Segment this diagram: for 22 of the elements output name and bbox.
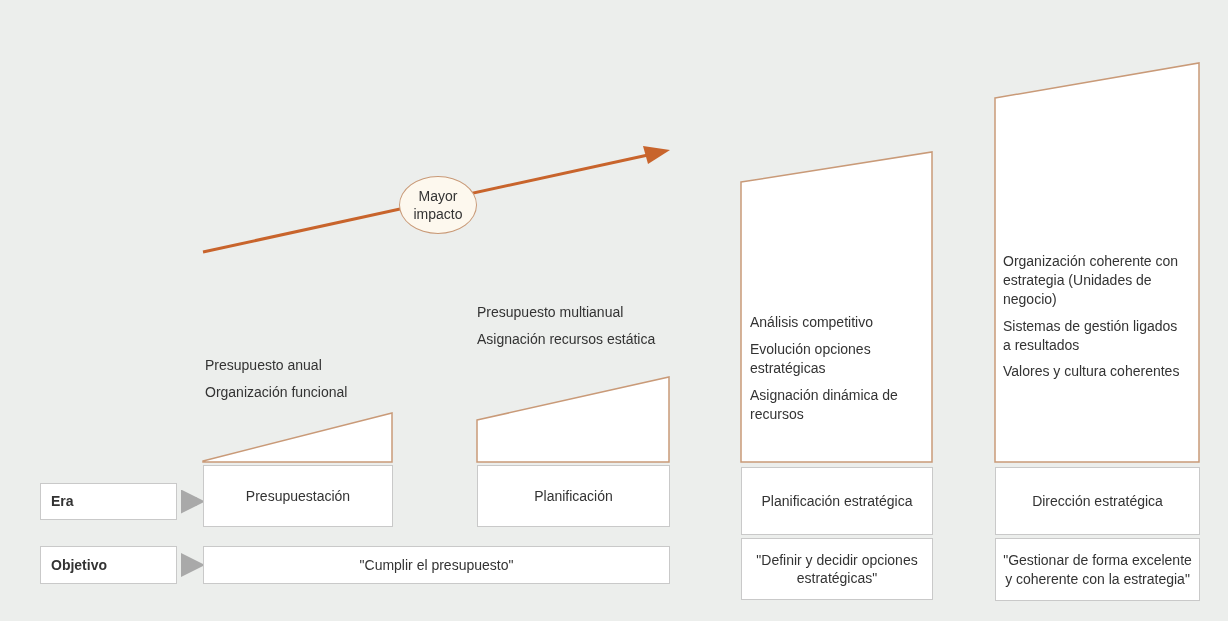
arrow	[181, 553, 205, 577]
bar-text: Presupuesto anual	[205, 356, 323, 375]
stage-box: Planificación estratégica	[741, 467, 933, 535]
objective-box: "Definir y decidir opciones estratégicas"	[741, 538, 933, 600]
bar-text: Análisis competitivo	[750, 313, 874, 332]
objective-box: "Gestionar de forma excelente y coherente con la estrategia"	[995, 538, 1200, 601]
row-heading-box: Objetivo	[40, 546, 177, 584]
bar-text: Asignación dinámica de recursos	[750, 385, 899, 424]
bar-text: Valores y cultura coherentes	[1003, 362, 1181, 382]
bar-text: Sistemas de gestión ligados a resultados	[1003, 316, 1179, 355]
bar-text: Organización funcional	[205, 382, 349, 402]
objective-box: "Cumplir el presupuesto"	[203, 546, 670, 584]
stage-box: Presupuestación	[203, 465, 393, 527]
bar-text: Asignación recursos estática	[477, 329, 657, 349]
bar-text: Presupuesto multianual	[477, 303, 625, 322]
arrow	[181, 489, 205, 514]
stage-box: Planificación	[477, 465, 670, 527]
bar-text: Evolución opciones estratégicas	[750, 339, 872, 378]
impact-ellipse: Mayor impacto	[399, 176, 477, 234]
stage-box: Dirección estratégica	[995, 467, 1200, 535]
row-heading-box: Era	[40, 483, 177, 520]
bar-text: Organización coherente con estrategia (Unidades de negocio)	[1003, 252, 1180, 309]
